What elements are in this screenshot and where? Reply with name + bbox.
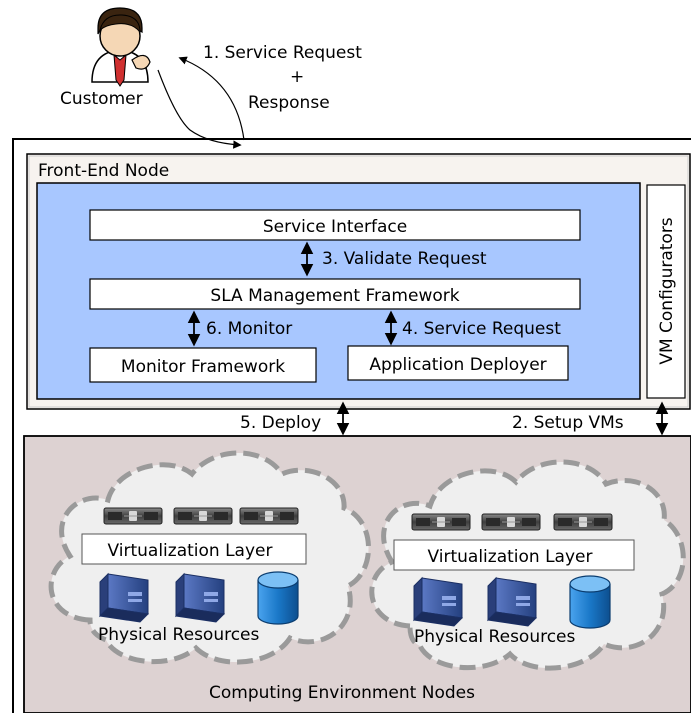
rack-server-icon: [173, 507, 233, 525]
customer-label: Customer: [60, 89, 143, 109]
virtualization-layer-label: Virtualization Layer: [108, 541, 273, 561]
deploy-label: 5. Deploy: [240, 413, 321, 433]
response-arrow: [178, 56, 245, 141]
setup-vms-label: 2. Setup VMs: [512, 413, 624, 433]
response-label: Response: [248, 93, 330, 113]
front-end-title: Front-End Node: [38, 161, 169, 181]
service-interface-box: [89, 209, 581, 241]
physical-resources-label: Physical Resources: [98, 625, 260, 645]
sla-framework-box: [89, 278, 581, 310]
rack-server-icon: [239, 507, 299, 525]
request-arrow: [157, 69, 242, 149]
virtualization-layer-box: [393, 539, 635, 571]
physical-resources-label: Physical Resources: [414, 627, 576, 647]
database-icon: [257, 571, 299, 625]
server-icon: [413, 577, 463, 627]
virtualization-layer-label: Virtualization Layer: [428, 547, 593, 567]
computing-environment-title: Computing Environment Nodes: [209, 683, 475, 703]
validate-label: 3. Validate Request: [322, 249, 487, 269]
system-boundary: [12, 138, 691, 713]
customer-icon: [91, 7, 151, 87]
server-icon: [487, 577, 537, 627]
front-end-node-inner-border: [28, 155, 689, 408]
request-label: 1. Service Request: [203, 43, 362, 63]
sla-framework-label: SLA Management Framework: [210, 286, 459, 306]
database-icon: [569, 575, 611, 629]
vm-configurators-label: VM Configurators: [657, 217, 677, 364]
vm-configurators-box: [646, 184, 686, 399]
virtualization-layer-box: [81, 533, 307, 565]
server-icon: [175, 573, 225, 623]
service-interface-label: Service Interface: [263, 217, 407, 237]
rack-server-icon: [481, 513, 541, 531]
service-request-label: 4. Service Request: [402, 319, 561, 339]
monitor-label: 6. Monitor: [206, 319, 292, 339]
monitor-framework-label: Monitor Framework: [121, 357, 285, 377]
monitor-framework-box: [89, 347, 317, 383]
rack-server-icon: [553, 513, 613, 531]
application-deployer-box: [347, 345, 569, 381]
application-deployer-label: Application Deployer: [369, 355, 546, 375]
rack-server-icon: [411, 513, 471, 531]
request-plus: +: [290, 67, 304, 87]
server-icon: [99, 573, 149, 623]
rack-server-icon: [103, 507, 163, 525]
